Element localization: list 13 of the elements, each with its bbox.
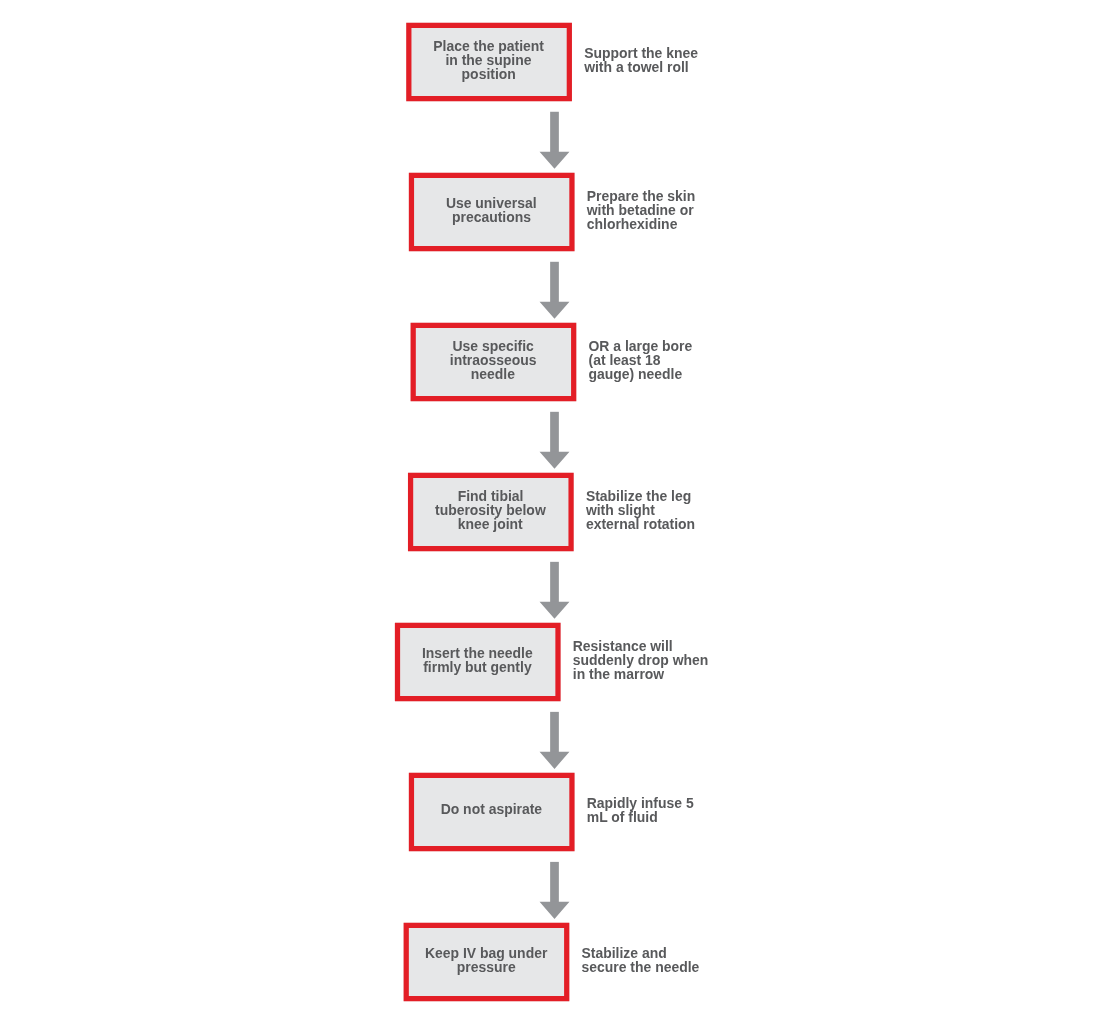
node-label: Prepare the skin with betadine or chlorhexidine: [586, 188, 696, 233]
arrow: [539, 411, 570, 469]
node-label: Rapidly infuse 5 mL of fluid: [586, 795, 694, 826]
arrow: [539, 711, 570, 769]
node-label: OR a large bore (at least 18 gauge) needle: [588, 338, 693, 383]
arrow: [539, 261, 570, 319]
arrow: [539, 561, 570, 619]
node-label: Stabilize the leg with slight external rotation: [585, 488, 696, 533]
node-label: Support the knee with a towel roll: [584, 45, 698, 76]
node-label: Resistance will suddenly drop when in the marrow: [572, 638, 709, 683]
node-label: Stabilize and secure the needle: [581, 945, 700, 976]
arrow: [539, 861, 570, 919]
arrow: [539, 111, 570, 169]
